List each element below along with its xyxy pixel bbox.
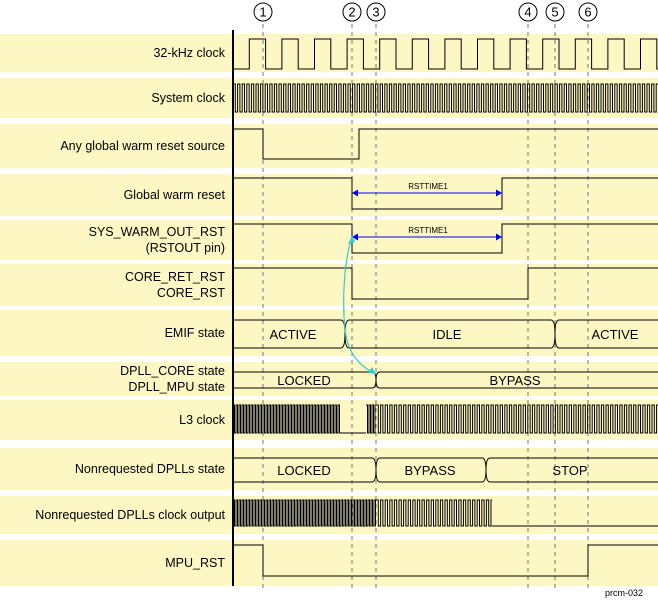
bus-7-cross-b-0: [371, 371, 381, 389]
signal-band-6: [0, 310, 658, 356]
marker-1-circle: [253, 2, 273, 22]
state-text-9-0: LOCKED: [277, 463, 330, 478]
signal-label-2-0: Any global warm reset source: [60, 139, 225, 153]
rsttime-arrow-right-2: [496, 233, 502, 241]
rsttime-arrow-left-1: [352, 189, 358, 197]
signal-label-7-0: DPLL_CORE state: [120, 364, 225, 378]
warm-reset-source-wave: [233, 128, 658, 160]
state-text-7-0: LOCKED: [277, 373, 330, 388]
marker-3-number: 3: [372, 5, 379, 20]
l3-clock-slow-wave: [376, 404, 658, 434]
rsttime-arrow-left-2: [352, 233, 358, 241]
signal-band-5: [0, 264, 658, 306]
signal-band-7: [0, 362, 658, 396]
marker-5-circle: [545, 2, 565, 22]
signal-label-4-0: SYS_WARM_OUT_RST: [89, 225, 226, 239]
signal-band-0: [0, 34, 658, 72]
signal-label-7-1: DPLL_MPU state: [128, 380, 225, 394]
state-text-6-1: IDLE: [433, 327, 462, 342]
system-clock-wave: [233, 83, 658, 113]
causality-curve: [343, 235, 377, 375]
signal-label-8-0: L3 clock: [179, 413, 226, 427]
causality-arrowhead-top: [348, 236, 355, 244]
signal-label-11-0: MPU_RST: [165, 556, 225, 570]
nonreq-dpll-slow-wave: [376, 499, 492, 527]
signal-label-3-0: Global warm reset: [124, 188, 226, 202]
global-warm-reset-wave: [233, 177, 658, 210]
marker-4-circle: [518, 2, 538, 22]
marker-4-number: 4: [524, 5, 531, 20]
marker-guide-lines: [262, 24, 589, 588]
rsttime-arrow-right-1: [496, 189, 502, 197]
state-text-6-2: ACTIVE: [592, 327, 639, 342]
state-text-6-0: ACTIVE: [270, 327, 317, 342]
signal-band-11: [0, 540, 658, 586]
causality-arrowhead-bottom: [368, 367, 376, 374]
nonreq-dpll-fast-wave: [233, 499, 376, 527]
signal-label-0-0: 32-kHz clock: [153, 46, 225, 60]
core-rst-wave: [233, 267, 658, 300]
rsttime-label-2: RSTTIME1: [408, 226, 448, 235]
figure-id: prcm-032: [605, 588, 643, 598]
signal-label-5-1: CORE_RST: [157, 286, 225, 300]
signal-label-6-0: EMIF state: [165, 326, 225, 340]
signal-band-9: [0, 448, 658, 490]
state-text-9-1: BYPASS: [404, 463, 455, 478]
rsttime-label-1: RSTTIME1: [408, 182, 448, 191]
mpu-rst-wave: [233, 544, 658, 577]
signal-band-3: [0, 174, 658, 216]
marker-1-number: 1: [259, 5, 266, 20]
signal-label-10-0: Nonrequested DPLLs clock output: [35, 508, 225, 522]
marker-6-circle: [578, 2, 598, 22]
time-markers: 1 2 3 4 5 6: [253, 2, 598, 22]
l3-clock-fast-wave: [233, 404, 366, 434]
signal-label-1-0: System clock: [151, 91, 225, 105]
bus-9-cross-b-1: [481, 457, 491, 483]
signal-band-2: [0, 124, 658, 168]
bus-6-cross-b-1: [550, 319, 560, 349]
signal-band-4: [0, 220, 658, 260]
signal-label-5-0: CORE_RET_RST: [125, 270, 225, 284]
marker-2-number: 2: [348, 5, 355, 20]
signal-label-4-1: (RSTOUT pin): [146, 241, 225, 255]
marker-6-number: 6: [584, 5, 591, 20]
marker-5-number: 5: [551, 5, 558, 20]
marker-2-circle: [342, 2, 362, 22]
marker-3-circle: [366, 2, 386, 22]
signal-label-9-0: Nonrequested DPLLs state: [75, 462, 225, 476]
bus-9-cross-b-0: [371, 457, 381, 483]
l3-clock-transition-wave: [366, 404, 376, 434]
state-text-7-1: BYPASS: [489, 373, 540, 388]
sys-warm-out-rst-wave: [233, 223, 658, 254]
state-text-9-2: STOP: [552, 463, 587, 478]
clock-32khz-wave: [233, 38, 658, 70]
waveforms: ACTIVE IDLE ACTIVE LOCKED BYPASS LOCKED BYPASS…: [233, 38, 658, 577]
